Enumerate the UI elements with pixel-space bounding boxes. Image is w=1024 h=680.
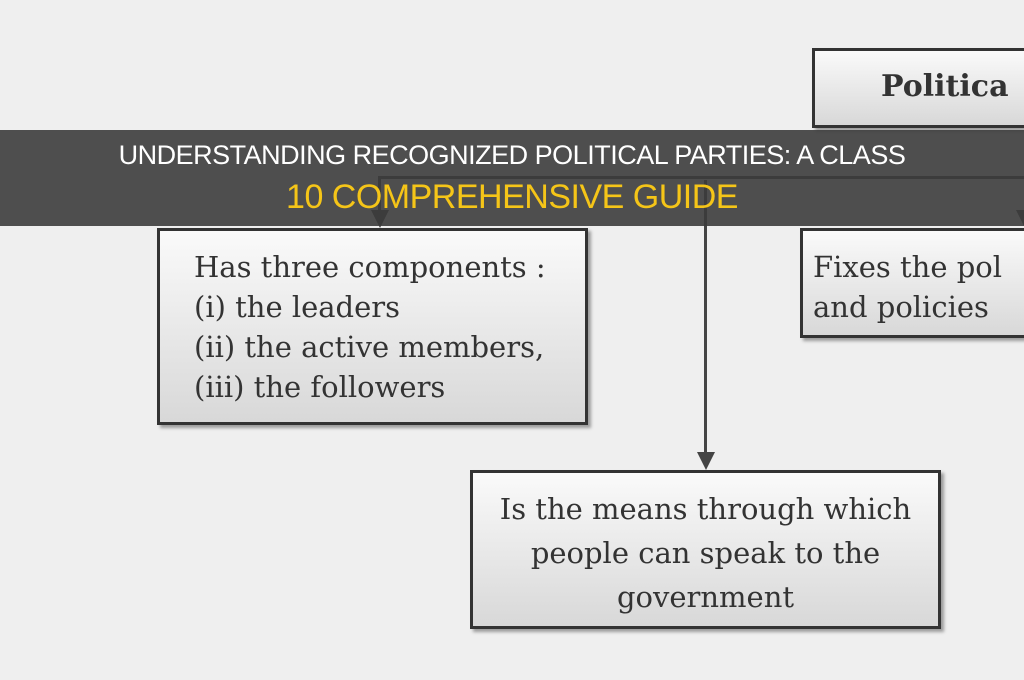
right-box: Fixes the pol and policies [800,228,1024,338]
bottom-box: Is the means through which people can sp… [470,470,941,629]
left-box: Has three components : (i) the leaders (… [157,228,588,425]
arrow-center [697,452,715,470]
top-box: Politica [812,48,1024,128]
title-line-1: UNDERSTANDING RECOGNIZED POLITICAL PARTI… [118,140,906,170]
connector-center [704,180,707,455]
title-line-2: 10 COMPREHENSIVE GUIDE [286,178,738,216]
title-overlay: UNDERSTANDING RECOGNIZED POLITICAL PARTI… [0,130,1024,226]
